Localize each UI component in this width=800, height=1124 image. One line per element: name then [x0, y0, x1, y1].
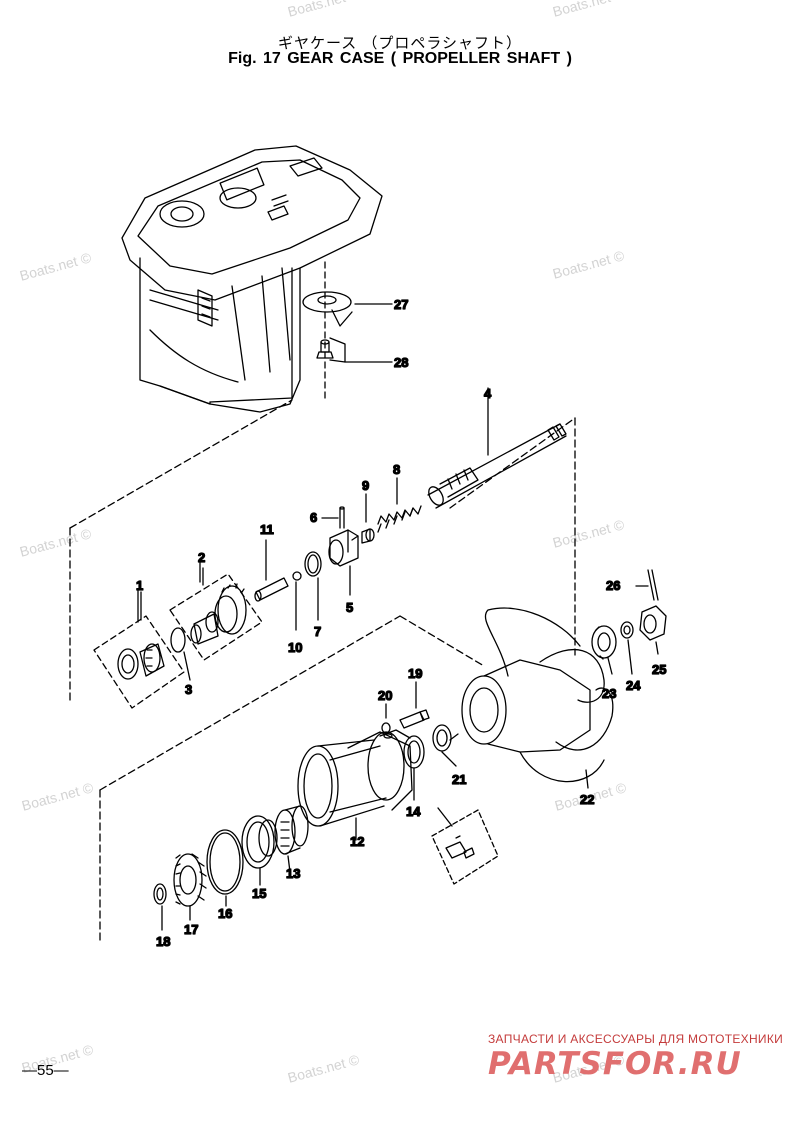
- reverse-gear-group-box: [169, 573, 263, 661]
- page-number: —55—: [22, 1062, 69, 1079]
- part-label-17: 17: [184, 922, 198, 937]
- detail-illustration: [437, 807, 475, 859]
- part-label-23: 23: [602, 686, 616, 701]
- part-label-26: 26: [606, 578, 620, 593]
- part-label-22: 22: [580, 792, 594, 807]
- spring-illustration: [377, 477, 422, 533]
- shaft-housing-illustration: [297, 729, 413, 841]
- reverse-gear-illustration: [190, 567, 247, 645]
- needle-bearing-illustration: [274, 805, 309, 873]
- part-label-3: 3: [185, 682, 192, 697]
- part-label-18: 18: [156, 934, 170, 949]
- part-label-5: 5: [346, 600, 353, 615]
- thrust-washer-illustration: [432, 724, 459, 767]
- shim-illustration: [170, 627, 191, 681]
- part-label-10: 10: [288, 640, 302, 655]
- part-label-11: 11: [260, 522, 274, 537]
- part-label-9: 9: [362, 478, 369, 493]
- part-label-6: 6: [310, 510, 317, 525]
- bearing-group-box: [93, 615, 185, 709]
- bolt-illustration: [316, 337, 393, 363]
- figure-title: Fig. 17 GEAR CASE ( PROPELLER SHAFT ): [228, 50, 572, 67]
- washer-illustration: [153, 883, 167, 931]
- part-label-15: 15: [252, 886, 266, 901]
- slider-illustration: [361, 493, 375, 544]
- detail-box: [431, 809, 499, 885]
- o-ring-illustration: [206, 829, 244, 907]
- dog-clutch-illustration: [328, 529, 359, 596]
- part-label-21: 21: [452, 772, 466, 787]
- propeller-illustration: [461, 607, 614, 789]
- anode-illustration: [302, 291, 393, 327]
- ball-bearing-illustration: [241, 815, 278, 886]
- brand-logo: PARTSFOR.RU: [488, 1046, 742, 1082]
- steel-ball-illustration: [292, 571, 302, 631]
- part-label-7: 7: [314, 624, 321, 639]
- part-label-20: 20: [378, 688, 392, 703]
- part-label-25: 25: [652, 662, 666, 677]
- part-label-14: 14: [406, 804, 421, 819]
- taper-roller-bearing-illustration: [117, 591, 165, 680]
- figure-title-japanese: ギヤケース （プロペラシャフト）: [277, 35, 523, 52]
- part-label-8: 8: [393, 462, 400, 477]
- cotter-pin-illustration: [635, 569, 659, 601]
- gear-case-housing-illustration: [121, 145, 383, 413]
- part-label-12: 12: [350, 834, 364, 849]
- propeller-nut-illustration: [639, 605, 667, 655]
- part-label-19: 19: [408, 666, 422, 681]
- bevel-gear-illustration: [173, 853, 207, 921]
- oil-seal-illustration: [403, 735, 425, 801]
- spacer-illustration: [591, 625, 617, 675]
- prop-washer-illustration: [620, 621, 634, 675]
- shift-plunger-illustration: [254, 539, 289, 602]
- cross-pin-illustration: [321, 506, 345, 529]
- part-label-28: 28: [394, 355, 408, 370]
- clutch-ring-illustration: [304, 551, 322, 621]
- brand-subtitle: ЗАПЧАСТИ И АКСЕССУАРЫ ДЛЯ МОТОТЕХНИКИ: [488, 1032, 784, 1046]
- housing-washer-illustration: [381, 703, 391, 734]
- propeller-shaft-illustration: [427, 387, 567, 509]
- part-label-2: 2: [198, 550, 205, 565]
- part-label-24: 24: [626, 678, 641, 693]
- part-label-1: 1: [136, 578, 143, 593]
- part-label-16: 16: [218, 906, 232, 921]
- part-label-4: 4: [484, 386, 492, 401]
- part-label-27: 27: [394, 297, 408, 312]
- housing-bolt-illustration: [399, 681, 430, 729]
- part-label-13: 13: [286, 866, 300, 881]
